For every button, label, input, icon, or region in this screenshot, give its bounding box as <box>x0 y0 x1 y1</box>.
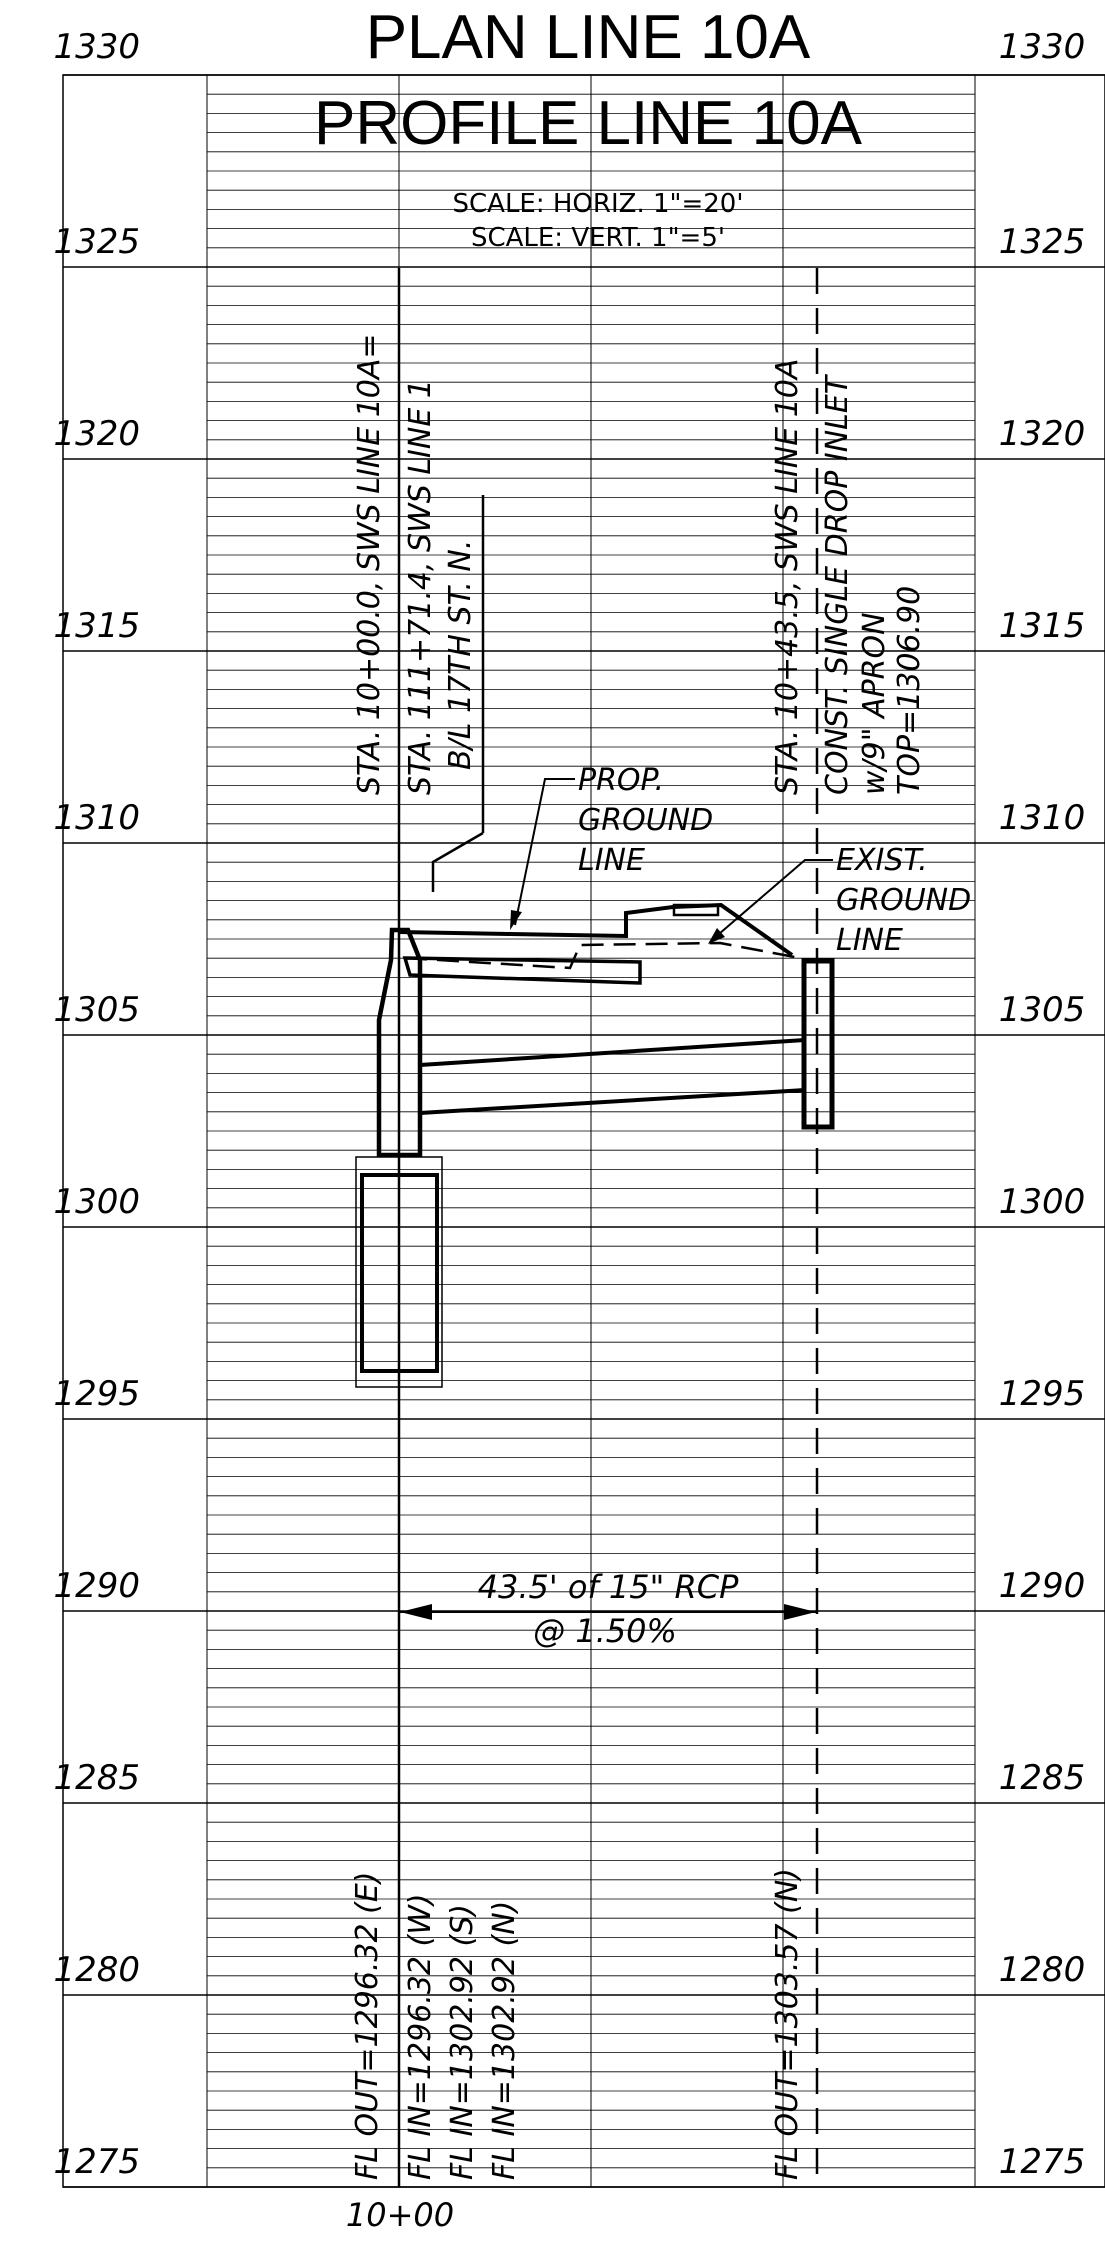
elevation-label-right: 1315 <box>999 606 1086 646</box>
elevation-label-right: 1320 <box>999 414 1086 454</box>
start-structure-wall <box>376 927 423 1158</box>
flowline-start-in-s: FL IN=1302.92 (S) <box>445 1904 480 2180</box>
flowline-start-out: FL OUT=1296.32 (E) <box>350 1872 385 2181</box>
prop-ground-label-3: LINE <box>578 843 645 878</box>
elevation-label-left: 1285 <box>53 1758 140 1798</box>
scale-horizontal: SCALE: HORIZ. 1"=20' <box>453 189 744 219</box>
prop-ground-leader <box>514 778 575 926</box>
start-lower-box-outer <box>355 1156 443 1388</box>
drop-inlet-box <box>801 958 835 1130</box>
station-end-line1: STA. 10+43.5, SWS LINE 10A <box>770 359 805 795</box>
scale-vertical: SCALE: VERT. 1"=5' <box>471 223 725 253</box>
exist-ground-leader <box>711 859 833 941</box>
exist-ground-label-2: GROUND <box>836 883 971 918</box>
station-start-line2: STA. 111+71.4, SWS LINE 1 <box>403 379 438 795</box>
flowline-end-out: FL OUT=1303.57 (N) <box>770 1868 805 2180</box>
pipe-top <box>419 1038 806 1067</box>
elevation-label-right: 1295 <box>999 1374 1086 1414</box>
elevation-label-left: 1275 <box>53 2142 140 2182</box>
elevation-label-right: 1290 <box>999 1566 1086 1606</box>
station-start-line3: B/L 17TH ST. N. <box>443 540 478 770</box>
elevation-label-right: 1305 <box>999 990 1086 1030</box>
proposed-ground-line <box>398 902 794 957</box>
plan-title: PLAN LINE 10A <box>366 3 811 72</box>
exist-ground-arrowhead <box>708 928 725 944</box>
profile-grid <box>63 74 1105 2188</box>
start-lower-box-inner <box>360 1173 439 1373</box>
station-end-line2: CONST. SINGLE DROP INLET <box>820 373 855 795</box>
elevation-label-left: 1325 <box>53 222 140 262</box>
elevation-label-right: 1300 <box>999 1182 1086 1222</box>
elevation-label-right: 1330 <box>999 27 1086 67</box>
existing-ground-line <box>404 941 801 970</box>
elevation-labels-left: 1330 1325 1320 1315 1310 1305 1300 1295 1290 1285… <box>53 27 140 2182</box>
profile-title: PROFILE LINE 10A <box>314 89 863 158</box>
pipe-slope-label: @ 1.50% <box>533 1612 677 1650</box>
elevation-label-right: 1325 <box>999 222 1086 262</box>
elevation-label-right: 1285 <box>999 1758 1086 1798</box>
elevation-label-left: 1300 <box>53 1182 140 1222</box>
station-start-line1: STA. 10+00.0, SWS LINE 10A= <box>352 333 387 795</box>
prop-ground-label-2: GROUND <box>578 803 713 838</box>
elevation-label-right: 1280 <box>999 1950 1086 1990</box>
elevation-label-right: 1310 <box>999 798 1086 838</box>
prop-ground-label-1: PROP. <box>578 763 664 798</box>
apron-slab <box>402 956 642 985</box>
elevation-label-right: 1275 <box>999 2142 1086 2182</box>
pipe-length-label: 43.5' of 15" RCP <box>478 1568 739 1606</box>
station-label: 10+00 <box>346 2196 454 2234</box>
dimension-arrow-right <box>784 1604 816 1620</box>
exist-ground-label-3: LINE <box>836 923 903 958</box>
elevation-label-left: 1305 <box>53 990 140 1030</box>
prop-ground-arrowhead <box>510 910 522 930</box>
flowline-start-in-w: FL IN=1296.32 (W) <box>403 1893 438 2180</box>
start-leader-bend <box>431 831 484 892</box>
elevation-label-left: 1330 <box>53 27 140 67</box>
elevation-label-left: 1310 <box>53 798 140 838</box>
proposed-grade-step <box>672 903 720 917</box>
elevation-labels-right: 1330 1325 1320 1315 1310 1305 1300 1295 1290 1285… <box>999 27 1086 2182</box>
flowline-start-in-n: FL IN=1302.92 (N) <box>487 1901 522 2180</box>
station-end-line3: w/9" APRON <box>857 612 892 795</box>
exist-ground-label-1: EXIST. <box>836 843 928 878</box>
elevation-label-left: 1315 <box>53 606 140 646</box>
elevation-label-left: 1280 <box>53 1950 140 1990</box>
pipe-bottom <box>419 1088 806 1115</box>
elevation-label-left: 1290 <box>53 1566 140 1606</box>
elevation-label-left: 1295 <box>53 1374 140 1414</box>
station-end-line4: TOP=1306.90 <box>892 586 927 795</box>
dimension-arrow-left <box>400 1604 432 1620</box>
elevation-label-left: 1320 <box>53 414 140 454</box>
